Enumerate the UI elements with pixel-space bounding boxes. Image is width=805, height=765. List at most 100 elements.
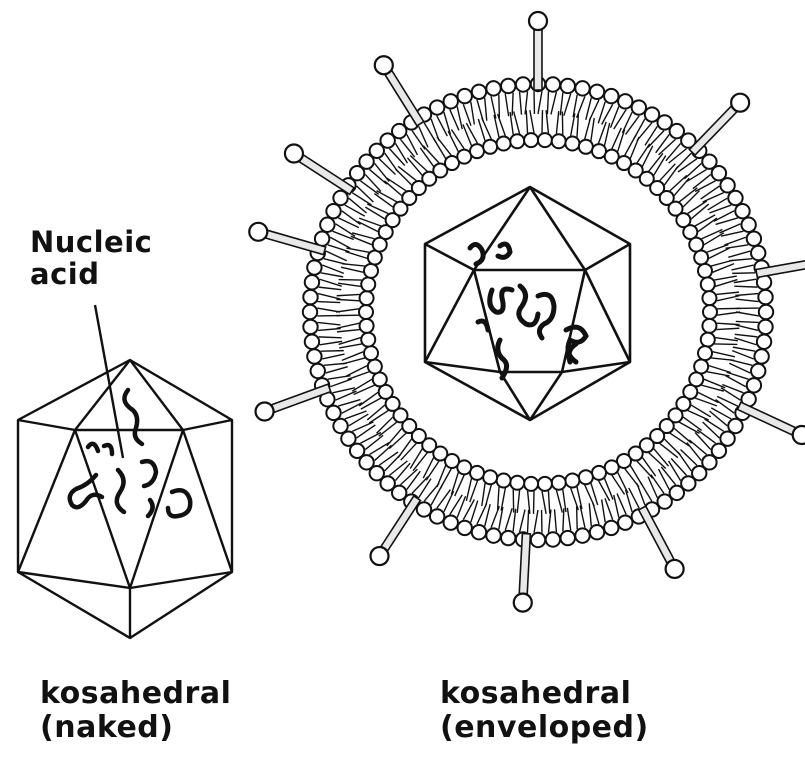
outer-lipid-tail [450,110,459,131]
inner-lipid-tail [482,483,485,506]
inner-lipid-tail [556,490,562,512]
inner-lipid-tail [346,248,369,252]
outer-lipid-tail [457,107,462,130]
outer-lipid-head [757,335,771,349]
inner-lipid-head [565,474,579,488]
inner-lipid-head [470,144,484,158]
spike-stalk [381,496,420,551]
inner-lipid-tail [698,392,719,402]
outer-lipid-head [326,406,340,420]
inner-lipid-head [510,134,524,148]
inner-lipid-tail [591,118,594,141]
outer-lipid-tail [617,494,626,515]
naked-caption-line2: (naked) [40,711,231,745]
inner-lipid-tail [352,379,372,391]
outer-lipid-head [307,349,321,363]
inner-lipid-tail [709,248,730,258]
nucleic-acid-label-line1: Nucleic [30,226,152,258]
outer-lipid-tail [338,218,359,228]
outer-lipid-tail [577,506,578,529]
inner-lipid-head [701,277,715,291]
outer-lipid-head [458,89,472,103]
outer-lipid-head [444,515,458,529]
outer-lipid-tail [512,93,513,116]
enveloped-caption-line2: (enveloped) [440,711,649,745]
outer-lipid-tail [648,477,657,498]
spike-knob [256,403,274,421]
outer-lipid-tail [567,508,570,531]
inner-lipid-tail [359,392,378,406]
outer-lipid-head [430,100,444,114]
outer-lipid-tail [605,498,613,519]
inner-lipid-tail [716,328,739,329]
inner-lipid-tail [571,488,579,510]
outer-lipid-tail [721,388,741,400]
inner-lipid-tail [707,372,730,376]
outer-lipid-head [531,533,545,547]
inner-lipid-head [702,291,716,305]
inner-lipid-tail [630,465,642,485]
inner-lipid-head [565,136,579,150]
inner-lipid-tail [345,251,367,258]
inner-lipid-head [360,291,374,305]
outer-lipid-head [546,77,560,91]
outer-lipid-tail [734,286,757,287]
outer-lipid-head [320,218,334,232]
outer-lipid-tail [326,367,348,373]
outer-lipid-tail [602,499,606,522]
inner-lipid-tail [713,352,735,357]
inner-lipid-tail [337,330,360,332]
inner-lipid-tail [542,491,546,514]
inner-lipid-tail [695,215,715,226]
outer-lipid-tail [333,388,356,393]
outer-lipid-head [604,89,618,103]
inner-lipid-tail [598,480,609,500]
inner-lipid-tail [649,153,663,171]
inner-lipid-head [359,305,373,319]
naked-nucleic-acid [70,390,191,516]
spike-knob [371,547,389,565]
outer-lipid-head [758,290,772,304]
inner-lipid-tail [361,398,381,409]
outer-lipid-tail [610,107,618,128]
inner-lipid-tail [679,422,699,433]
outer-lipid-tail [321,351,344,352]
outer-lipid-tail [485,98,487,121]
inner-lipid-tail [426,461,439,480]
outer-lipid-tail [457,496,465,517]
inner-lipid-head [497,136,511,150]
outer-lipid-tail [520,92,522,115]
outer-lipid-head [430,509,444,523]
inner-lipid-tail [357,221,378,231]
outer-lipid-tail [733,347,755,351]
enveloped-nucleic-acid [470,244,586,378]
inner-lipid-head [538,477,552,491]
outer-lipid-tail [317,302,340,303]
inner-lipid-tail [437,137,451,155]
inner-lipid-tail [642,146,652,167]
inner-lipid-tail [337,323,360,328]
outer-lipid-head [311,364,325,378]
inner-lipid-tail [711,358,734,360]
outer-lipid-tail [321,273,343,277]
inner-lipid-tail [698,218,717,232]
outer-lipid-tail [463,104,471,125]
inner-lipid-tail [448,131,458,152]
outer-lipid-tail [336,224,356,236]
outer-lipid-tail [589,503,591,526]
spike-stalk [299,155,354,194]
inner-lipid-tail [530,110,534,133]
inner-lipid-head [698,264,712,278]
outer-lipid-tail [732,273,755,274]
outer-lipid-tail [471,102,475,125]
inner-lipid-head [364,264,378,278]
outer-lipid-head [759,305,773,319]
outer-lipid-tail [736,299,759,301]
inner-lipid-tail [514,111,520,133]
envelope-spikes [249,12,805,612]
outer-lipid-tail [336,391,357,400]
inner-lipid-tail [714,276,737,280]
inner-lipid-head [361,333,375,347]
outer-lipid-head [303,320,317,334]
outer-lipid-tail [736,321,759,322]
